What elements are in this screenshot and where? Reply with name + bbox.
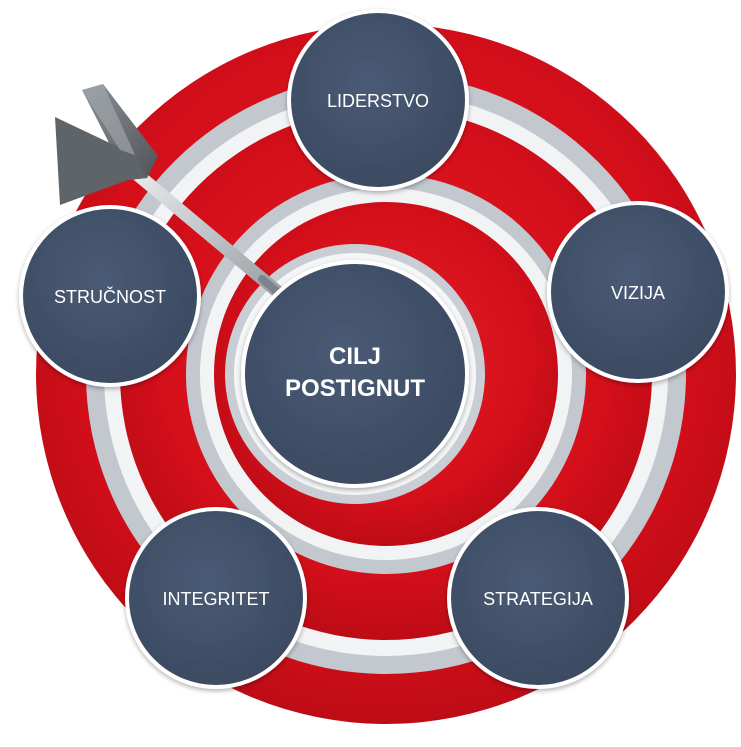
node-strategija: STRATEGIJA bbox=[447, 507, 629, 689]
node-label-vizija: VIZIJA bbox=[611, 283, 665, 303]
node-circle bbox=[447, 507, 629, 689]
center-title-line2: POSTIGNUT bbox=[285, 375, 425, 402]
node-label-integritet: INTEGRITET bbox=[163, 589, 270, 609]
center-goal-node: CILJ POSTIGNUT bbox=[241, 260, 469, 488]
node-circle bbox=[287, 9, 469, 191]
node-integritet: INTEGRITET bbox=[125, 507, 307, 689]
node-vizija: VIZIJA bbox=[547, 201, 729, 383]
node-label-strucnost: STRUČNOST bbox=[54, 286, 166, 307]
dart-fin-bottom bbox=[55, 117, 147, 205]
node-circle bbox=[19, 205, 201, 387]
dart-icon bbox=[55, 84, 285, 299]
dart-shaft bbox=[131, 168, 285, 299]
center-circle bbox=[241, 260, 469, 488]
node-circle bbox=[125, 507, 307, 689]
node-circle bbox=[547, 201, 729, 383]
center-title-line1: CILJ bbox=[329, 343, 381, 370]
node-strucnost: STRUČNOST bbox=[19, 205, 201, 387]
dart-fin-highlight bbox=[82, 84, 135, 155]
node-liderstvo: LIDERSTVO bbox=[287, 9, 469, 191]
node-label-liderstvo: LIDERSTVO bbox=[327, 91, 429, 111]
node-label-strategija: STRATEGIJA bbox=[483, 589, 593, 609]
